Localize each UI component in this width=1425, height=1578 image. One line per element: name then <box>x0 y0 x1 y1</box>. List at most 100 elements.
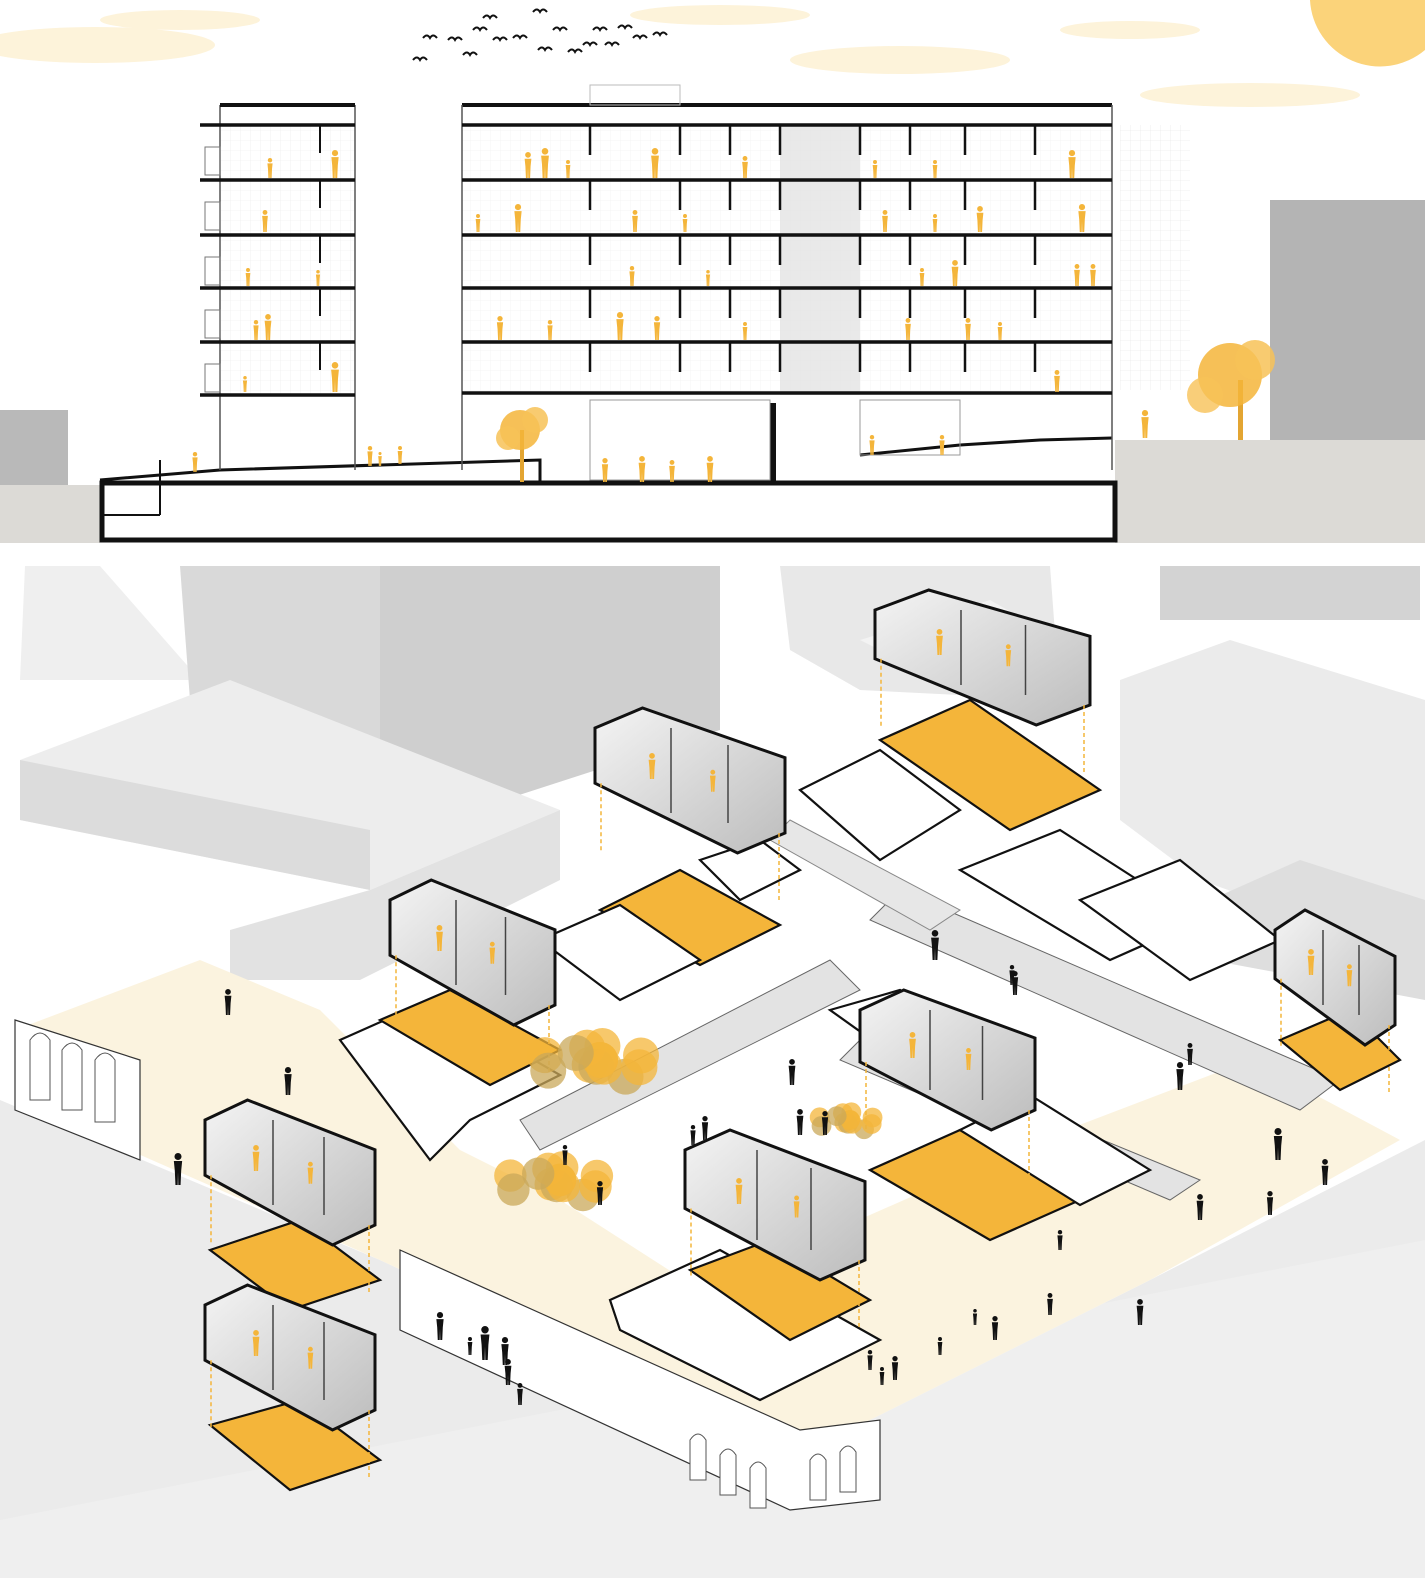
person-figure <box>262 210 268 232</box>
person-figure <box>1141 410 1149 438</box>
apartment-unit-module <box>593 706 787 903</box>
bird-icon <box>652 31 668 37</box>
person-figure <box>742 322 748 340</box>
person-figure <box>788 1059 796 1085</box>
person-figure <box>253 320 259 340</box>
person-figure <box>547 320 553 340</box>
floor-plate <box>608 1248 883 1402</box>
person-figure <box>742 156 748 178</box>
apartment-unit-module <box>203 1283 377 1480</box>
bird-icon <box>492 36 508 42</box>
person-figure <box>909 1032 916 1058</box>
person-figure <box>972 1309 978 1325</box>
person-figure <box>467 1337 473 1355</box>
person-figure <box>919 268 925 286</box>
balcony-rail <box>204 363 221 393</box>
person-figure <box>562 1145 568 1165</box>
person-figure <box>937 1337 943 1355</box>
person-figure <box>1068 150 1076 178</box>
person-figure <box>629 266 635 286</box>
bird-icon <box>447 36 463 42</box>
person-figure <box>514 204 522 232</box>
person-figure <box>1346 964 1353 987</box>
bird-icon <box>512 34 528 40</box>
ground-left <box>0 485 100 543</box>
person-figure <box>397 446 403 464</box>
person-figure <box>879 1367 885 1385</box>
person-figure <box>242 376 248 392</box>
person-figure <box>1009 965 1015 985</box>
person-figure <box>436 925 443 951</box>
person-figure <box>1054 370 1060 392</box>
courtyard-gardens <box>494 1028 883 1212</box>
person-figure <box>367 446 373 466</box>
person-figure <box>1266 1191 1274 1215</box>
person-figure <box>648 753 656 779</box>
person-figure <box>1005 644 1012 667</box>
person-figure <box>307 1161 314 1184</box>
person-figure <box>565 160 571 178</box>
person-figure <box>475 214 481 232</box>
person-figure <box>701 1116 709 1140</box>
person-figure <box>951 260 959 286</box>
apartment-unit-module <box>873 588 1092 775</box>
floor-plate <box>798 748 962 862</box>
person-figure <box>709 769 716 792</box>
axonometric-figures <box>173 930 1329 1405</box>
person-figure <box>682 214 688 232</box>
neighbour-block-right <box>1270 200 1425 440</box>
person-figure <box>1090 264 1096 286</box>
person-figure <box>245 268 251 286</box>
tree-icon <box>1187 340 1275 440</box>
apartment-unit-module <box>1273 908 1397 1095</box>
person-figure <box>267 158 273 178</box>
balcony-rail <box>204 146 221 176</box>
apartment-partitions <box>204 125 1037 393</box>
person-figure <box>638 456 646 482</box>
person-figure <box>793 1195 800 1218</box>
person-figure <box>524 152 532 178</box>
person-figure <box>284 1067 292 1095</box>
balcony-rail <box>204 309 221 339</box>
person-figure <box>331 362 339 392</box>
person-figure <box>690 1125 696 1145</box>
person-figure <box>821 1111 829 1135</box>
person-figure <box>653 316 661 340</box>
person-figure <box>192 452 198 472</box>
person-figure <box>1307 949 1315 975</box>
person-figure <box>1047 1293 1053 1315</box>
neighbour-block-left <box>0 410 68 485</box>
apartment-unit-module <box>683 1128 867 1330</box>
person-figure <box>252 1145 260 1171</box>
bird-icon <box>462 51 478 57</box>
tree-icon <box>526 1028 660 1095</box>
bird-icon <box>592 26 608 32</box>
exploded-apartment-units <box>203 588 1397 1480</box>
person-figure <box>932 214 938 232</box>
person-figure <box>596 1181 604 1205</box>
left-tower <box>219 103 356 470</box>
tree-icon <box>809 1102 883 1140</box>
person-figure <box>939 435 945 455</box>
person-figure <box>616 312 624 340</box>
floor-plate <box>687 1238 873 1342</box>
person-figure <box>315 270 321 286</box>
bird-icon <box>472 26 488 32</box>
apartment-unit-module <box>388 878 557 1075</box>
floor-slabs <box>200 123 1112 397</box>
arcade-wall-left <box>14 1019 141 1161</box>
basement-slab <box>99 480 1118 543</box>
person-figure <box>264 314 272 340</box>
floor-plate <box>537 903 703 1002</box>
person-figure <box>965 1048 972 1070</box>
person-figure <box>632 210 638 232</box>
birds-flock <box>412 8 668 62</box>
bird-icon <box>604 41 620 47</box>
person-figure <box>496 316 504 340</box>
person-figure <box>891 1356 899 1380</box>
building-section <box>0 0 1425 543</box>
person-figure <box>1078 204 1086 232</box>
person-figure <box>378 452 382 466</box>
